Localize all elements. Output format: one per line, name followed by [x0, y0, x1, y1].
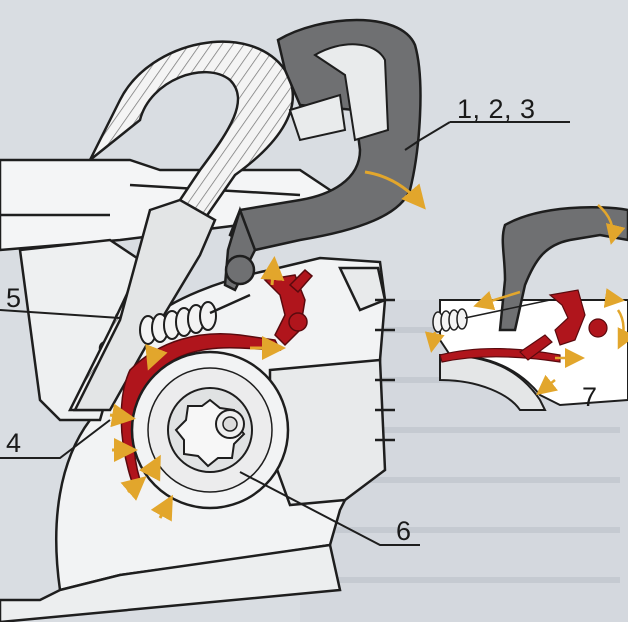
callout-4: 4 — [6, 428, 22, 458]
callout-6: 6 — [396, 516, 412, 546]
brake-spring — [139, 293, 251, 345]
callout-1-2-3: 1, 2, 3 — [457, 94, 536, 124]
inset-detail — [424, 204, 628, 411]
callout-5: 5 — [6, 283, 22, 313]
inset-arrows — [424, 204, 628, 396]
inset-spring — [432, 299, 551, 333]
callout-7: 7 — [582, 382, 598, 412]
front-handle — [67, 40, 295, 412]
clutch-drum — [130, 350, 290, 510]
callout-leaders — [0, 121, 570, 546]
force-arrows — [109, 170, 426, 522]
